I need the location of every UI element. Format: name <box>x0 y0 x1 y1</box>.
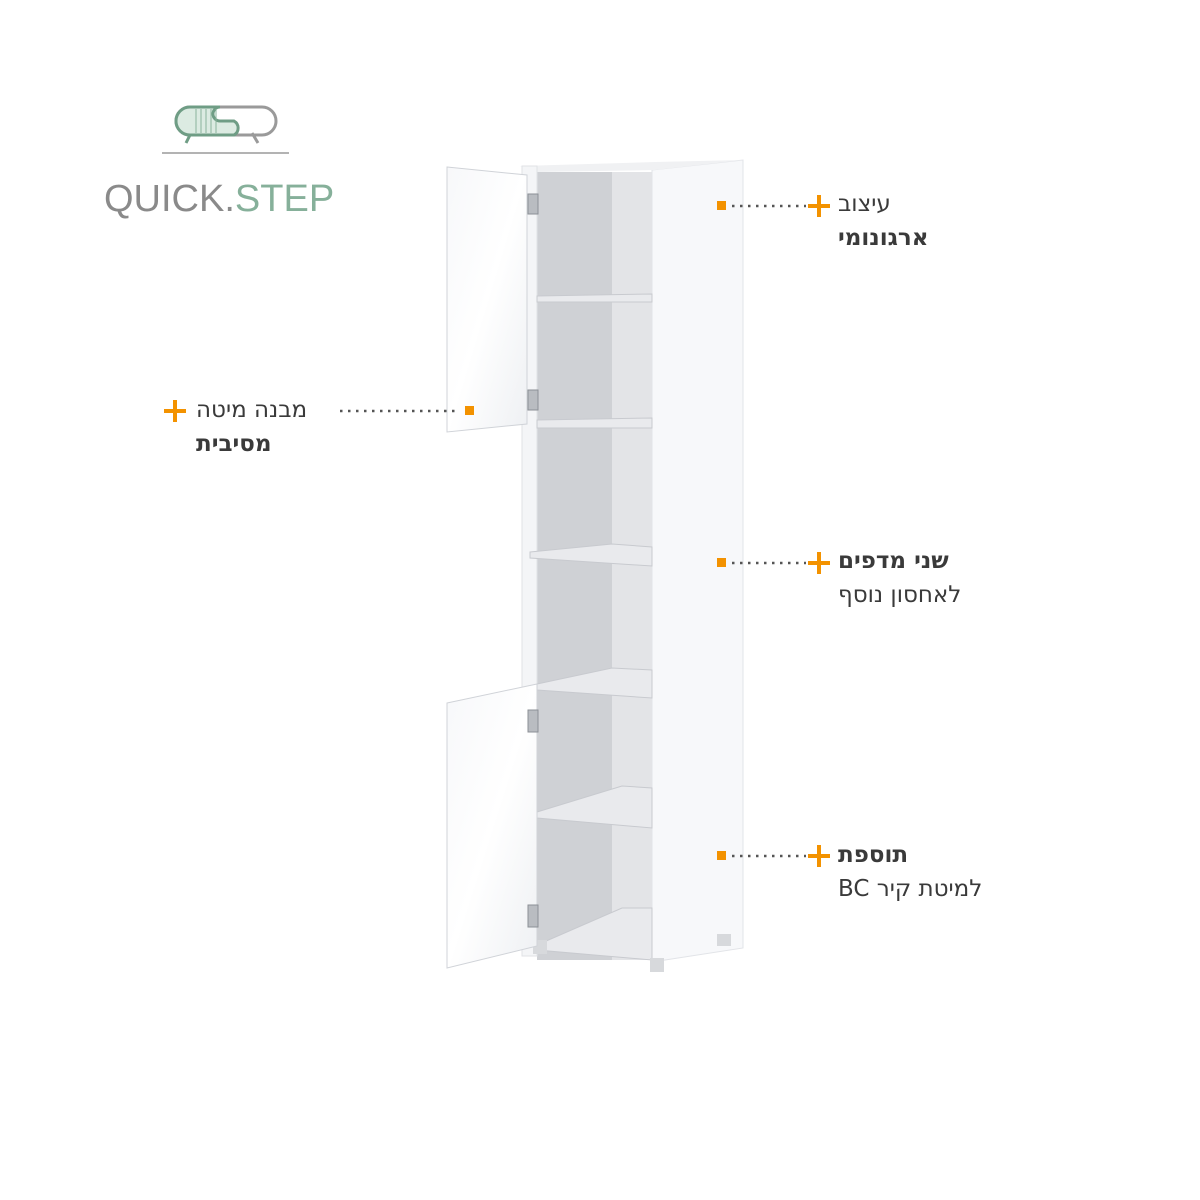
callout-line1: שני מדפים <box>838 548 949 574</box>
callout-wall-bed-addon: תוספת למיטת קיר BC <box>838 838 982 906</box>
brand-dot: . <box>224 178 235 220</box>
callout-solid-bed-frame: מבנה מיטה מסיבית <box>196 393 307 461</box>
callout-line2: מסיבית <box>196 431 272 457</box>
callout-line1: תוספת <box>838 842 909 868</box>
callout-ergonomic-design: עיצוב ארגונומי <box>838 187 929 255</box>
callout-line2: ארגונומי <box>838 225 929 251</box>
lower-door <box>446 683 538 969</box>
brand-name-right: STEP <box>234 178 335 220</box>
callout-line2: לאחסון נוסף <box>838 582 962 608</box>
logo-mark-icon <box>162 105 289 154</box>
upper-door <box>446 166 528 433</box>
brand-wordmark: QUICK.STEP <box>104 178 334 221</box>
callout-line2: למיטת קיר BC <box>838 876 983 902</box>
brand-name-left: QUICK <box>104 178 225 220</box>
callout-line1: מבנה מיטה <box>196 397 308 423</box>
callout-line1: עיצוב <box>838 191 891 217</box>
callout-two-shelves: שני מדפים לאחסון נוסף <box>838 544 961 612</box>
